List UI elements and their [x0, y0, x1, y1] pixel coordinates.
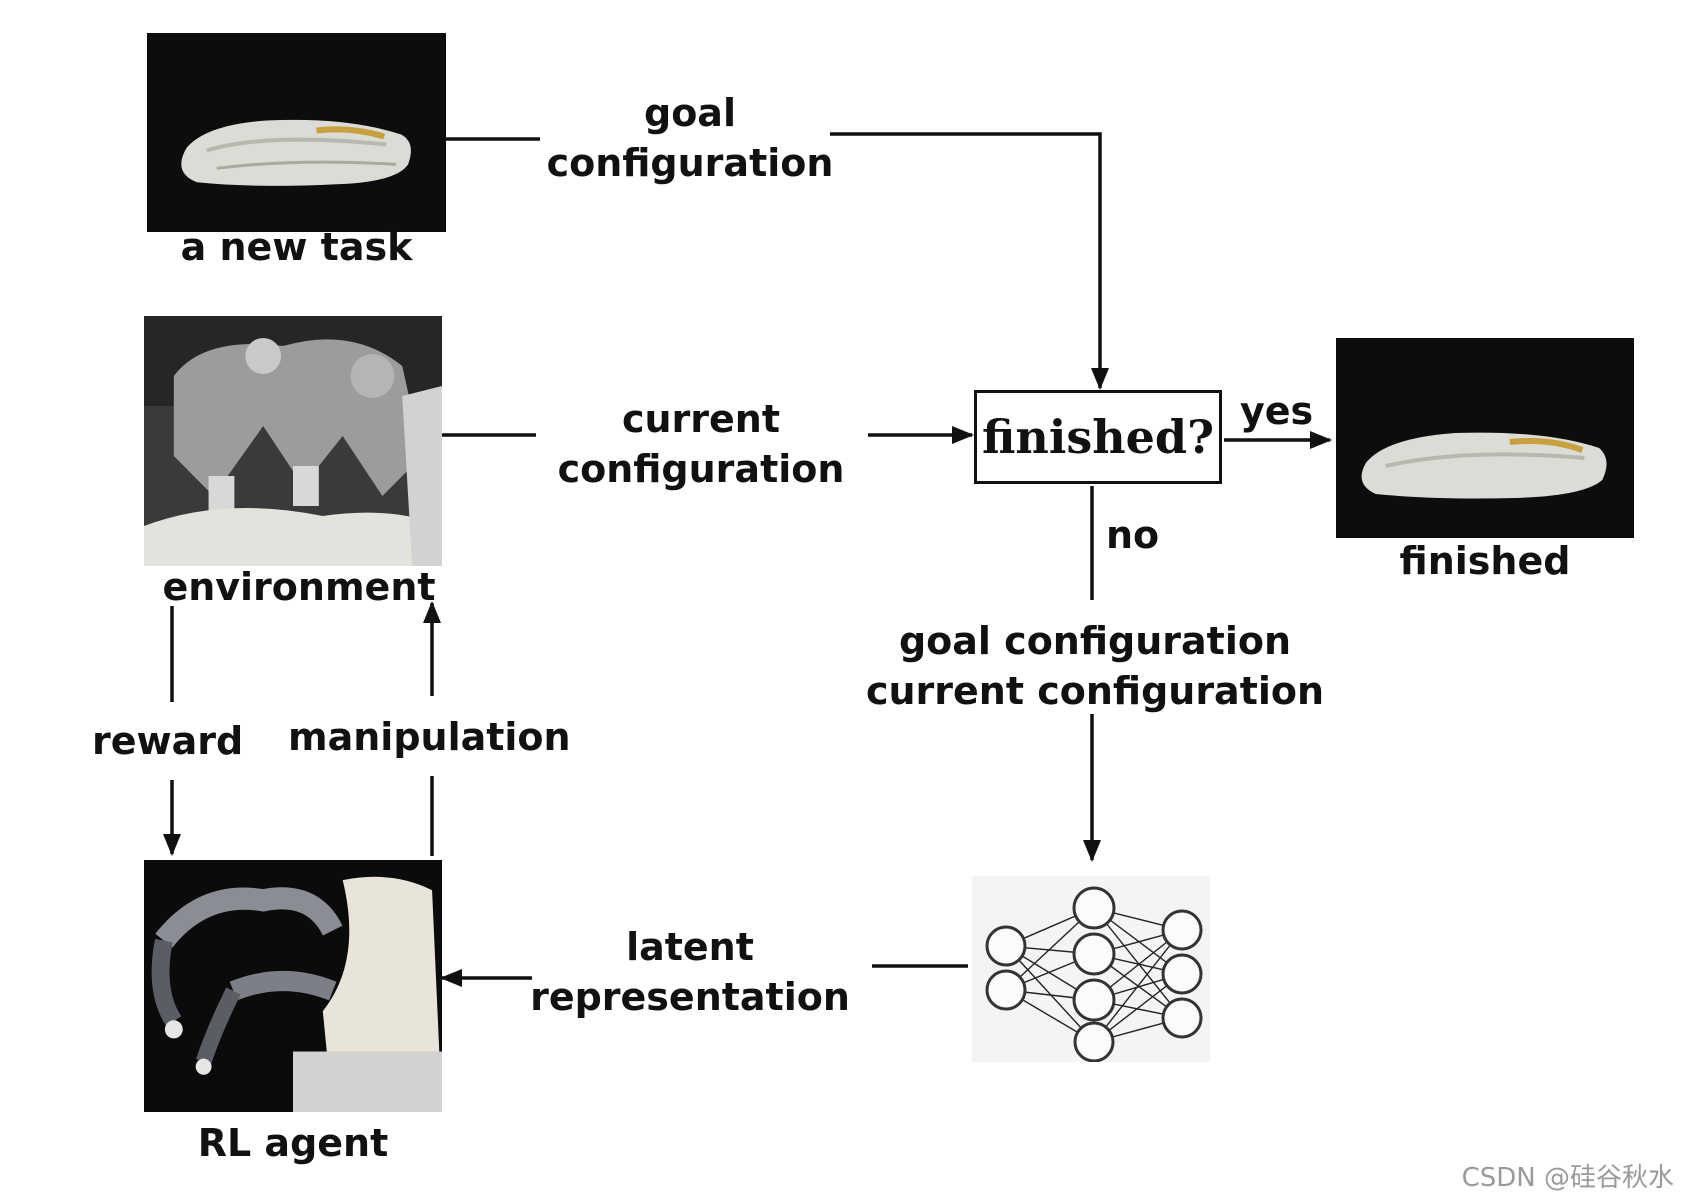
yes-label: yes [1240, 389, 1314, 433]
watermark: CSDN @硅谷秋水 [1461, 1163, 1674, 1193]
combined-config-label: goal configuration current configuration [865, 619, 1325, 713]
goal-config-label: goal configuration [546, 91, 834, 185]
no-label: no [1106, 513, 1160, 557]
finished-photo [1336, 338, 1634, 538]
latent-label: latent representation [530, 925, 850, 1019]
rl-agent-label: RL agent [197, 1121, 389, 1165]
rl-agent-photo [144, 860, 442, 1112]
new-task-photo [147, 33, 446, 232]
neural-network-icon [972, 876, 1210, 1062]
reward-label: reward [92, 719, 244, 763]
environment-label: environment [162, 565, 436, 609]
edge-goal-to-decision [830, 132, 1109, 390]
decision-box: finished? [974, 390, 1222, 484]
current-config-label: current configuration [557, 397, 845, 491]
environment-photo [144, 316, 442, 566]
finished-label: finished [1399, 539, 1571, 583]
new-task-label: a new task [180, 225, 413, 269]
decision-label: finished? [981, 410, 1215, 464]
manipulation-label: manipulation [288, 715, 571, 759]
